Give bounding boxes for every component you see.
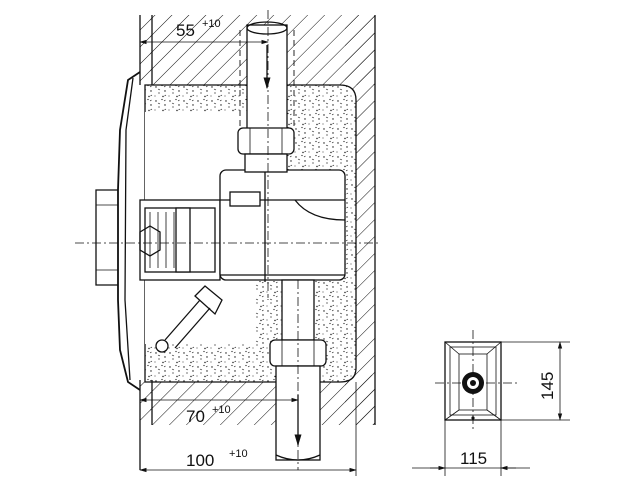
dim-total-value: 100 (186, 451, 214, 470)
dim-height-value: 145 (538, 372, 557, 400)
valve-body (219, 169, 346, 282)
dim-top-tolerance: +10 (202, 18, 221, 30)
flush-plate (95, 71, 141, 391)
front-view-box (444, 341, 502, 421)
hidden-outlines (239, 30, 295, 130)
actuator-housing (139, 199, 221, 281)
dim-top-value: 55 (176, 21, 195, 40)
inclined-screw (155, 285, 223, 353)
dimension-top: 55 +10 (139, 18, 269, 45)
wall-outlines (139, 15, 376, 470)
dimension-total: 100 +10 (139, 382, 357, 476)
dim-width-value: 115 (460, 449, 487, 468)
dim-lower-value: 70 (186, 407, 205, 426)
flow-arrows (263, 45, 302, 447)
dimension-lower: 70 +10 (139, 397, 299, 426)
dim-lower-tolerance: +10 (212, 404, 231, 416)
dimension-height: 145 (501, 341, 570, 421)
dim-total-tolerance: +10 (229, 448, 248, 460)
dimension-width: 115 (412, 420, 530, 476)
upper-pipe (237, 21, 295, 173)
